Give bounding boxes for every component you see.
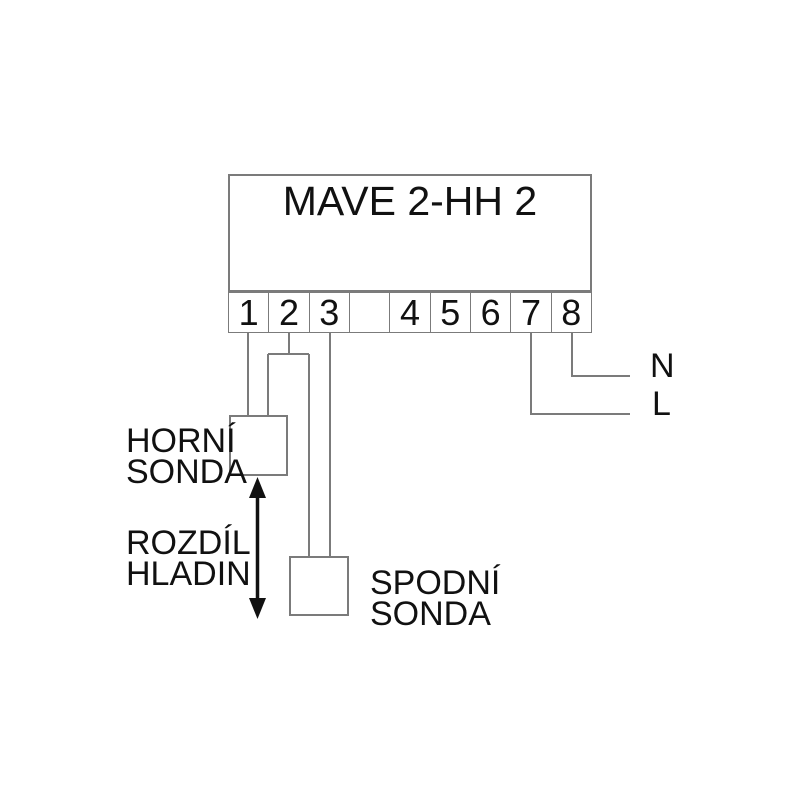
level-difference-label-line1: ROZDÍL xyxy=(126,524,251,562)
terminal-2: 2 xyxy=(269,293,310,332)
upper-probe-box xyxy=(229,415,288,476)
arrowhead-down xyxy=(249,598,266,619)
lower-probe-label-line2: SONDA xyxy=(370,595,491,633)
double-headed-vertical-arrow-icon xyxy=(249,477,266,619)
upper-probe-label: HORNÍ SONDA xyxy=(126,422,247,491)
device-box: MAVE 2-HH 2 xyxy=(228,174,592,292)
level-difference-label: ROZDÍL HLADIN xyxy=(126,524,251,593)
terminal-4: 4 xyxy=(390,293,431,332)
wire-terminal7-to-L xyxy=(530,333,630,415)
terminal-5: 5 xyxy=(431,293,471,332)
terminal-6: 6 xyxy=(471,293,512,332)
device-title: MAVE 2-HH 2 xyxy=(282,178,538,224)
wires-group xyxy=(247,333,630,556)
arrowhead-up xyxy=(249,477,266,498)
terminal-blank xyxy=(350,293,391,332)
terminal-3: 3 xyxy=(310,293,350,332)
level-difference-label-line2: HLADIN xyxy=(126,555,251,593)
lower-probe-label-line1: SPODNÍ xyxy=(370,564,501,602)
neutral-label: N xyxy=(650,347,675,385)
terminal-1: 1 xyxy=(229,293,270,332)
upper-probe-label-line2: SONDA xyxy=(126,453,247,491)
upper-probe-label-line1: HORNÍ xyxy=(126,422,236,460)
terminal-7: 7 xyxy=(511,293,552,332)
terminal-8: 8 xyxy=(561,293,582,332)
line-label: L xyxy=(652,385,671,423)
lower-probe-box xyxy=(289,556,349,616)
wire-terminal8-to-N xyxy=(571,333,630,377)
terminal-strip: 1 2 3 4 5 6 7 8 xyxy=(228,292,592,333)
lower-probe-label: SPODNÍ SONDA xyxy=(370,564,501,633)
